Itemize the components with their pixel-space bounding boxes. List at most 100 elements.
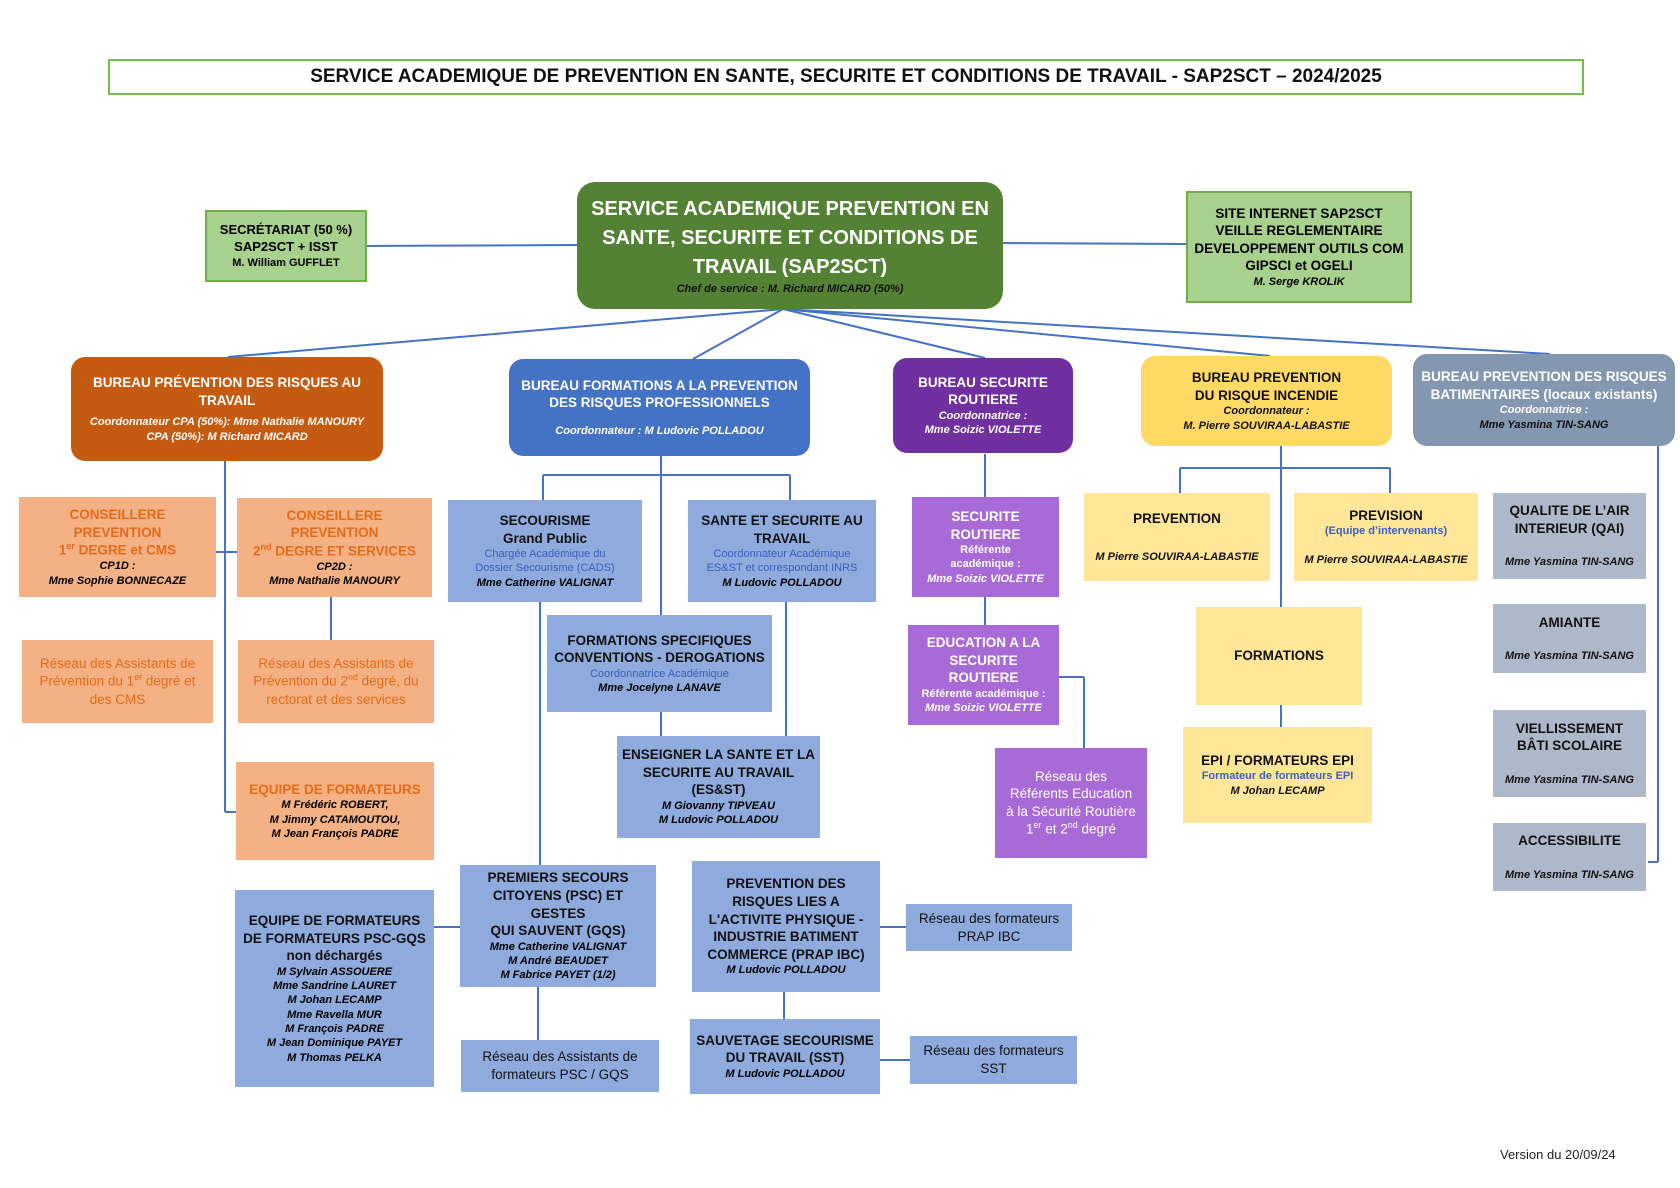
- cp2-box: CONSEILLERE PREVENTION 2nd DEGRE ET SERV…: [237, 498, 432, 597]
- epi-name: M Johan LECAMP: [1230, 784, 1325, 797]
- site-line3: DEVELOPPEMENT OUTILS COM: [1194, 240, 1404, 256]
- site-name: M. Serge KROLIK: [1253, 275, 1345, 288]
- viellissement-line1: VIELLISSEMENT: [1515, 720, 1624, 736]
- reseau2-line2: Prévention du 2nd degré, du: [253, 672, 419, 689]
- bureau-risques-line2: TRAVAIL: [198, 392, 256, 408]
- main-chief: Chef de service : M. Richard MICARD (50%…: [676, 282, 904, 295]
- bureau-risques-travail: BUREAU PRÉVENTION DES RISQUES AU TRAVAIL…: [71, 357, 383, 461]
- cp2-line2: 2nd DEGRE ET SERVICES: [252, 541, 417, 559]
- equipe-psc-line2: DE FORMATEURS PSC-GQS: [243, 930, 426, 946]
- equipe-psc-name: Mme Sandrine LAURET: [273, 980, 396, 993]
- sante-name: M Ludovic POLLADOU: [722, 576, 842, 589]
- equipe-psc-name: Mme Ravella MUR: [287, 1008, 382, 1021]
- sr-line2: ROUTIERE: [950, 526, 1021, 542]
- bureau-bat-line2: BATIMENTAIRES (locaux existants): [1430, 386, 1658, 402]
- secourisme-sub1: Chargée Académique du: [484, 548, 606, 561]
- equipe-name1: M Frédéric ROBERT,: [281, 799, 389, 812]
- site-line1: SITE INTERNET SAP2SCT: [1215, 205, 1383, 221]
- bureau-incendie-line1: BUREAU PREVENTION: [1191, 370, 1342, 386]
- equipe-psc-name: M François PADRE: [285, 1022, 384, 1035]
- bureau-formations-line1: BUREAU FORMATIONS A LA PREVENTION: [521, 377, 798, 393]
- sr-line1: SECURITE: [951, 509, 1020, 524]
- prap-line4: INDUSTRIE BATIMENT: [713, 929, 859, 945]
- cp1-box: CONSEILLERE PREVENTION 1er DEGRE et CMS …: [19, 497, 216, 597]
- bureau-sr-coord2: Mme Soizic VIOLETTE: [924, 424, 1042, 437]
- formations-incendie-line1: FORMATIONS: [1234, 648, 1324, 664]
- prevision-line1: PREVISION: [1349, 507, 1423, 523]
- prevention-line1: PREVENTION: [1133, 511, 1221, 527]
- cp1-name: Mme Sophie BONNECAZE: [48, 574, 187, 587]
- prap-box: PREVENTION DES RISQUES LIES A L'ACTIVITE…: [692, 861, 880, 992]
- site-internet-box: SITE INTERNET SAP2SCT VEILLE REGLEMENTAI…: [1186, 191, 1412, 303]
- accessibilite-line1: ACCESSIBILITE: [1518, 833, 1621, 849]
- page-title: SERVICE ACADEMIQUE DE PREVENTION EN SANT…: [108, 59, 1584, 95]
- sr-name: Mme Soizic VIOLETTE: [927, 572, 1044, 585]
- equipe-psc-line1: EQUIPE DE FORMATEURS: [248, 913, 421, 929]
- prevision-sub: (Equipe d’intervenants): [1324, 525, 1448, 538]
- formations-specifiques-box: FORMATIONS SPECIFIQUES CONVENTIONS - DER…: [547, 615, 772, 712]
- prevision-name: M Pierre SOUVIRAA-LABASTIE: [1304, 553, 1468, 566]
- enseigner-name1: M Giovanny TIPVEAU: [661, 800, 776, 813]
- bureau-risques-coord1: Coordonnateur CPA (50%): Mme Nathalie MA…: [89, 416, 365, 429]
- secretariat-line1: SECRÉTARIAT (50 %): [219, 221, 353, 237]
- main-service-box: SERVICE ACADEMIQUE PREVENTION EN SANTE, …: [577, 182, 1003, 309]
- sante-sub2: ES&ST et correspondant INRS: [706, 562, 858, 575]
- viellissement-name: Mme Yasmina TIN-SANG: [1505, 773, 1634, 786]
- qai-line1: QUALITE DE L’AIR: [1509, 503, 1630, 519]
- amiante-box: AMIANTE Mme Yasmina TIN-SANG: [1493, 604, 1646, 673]
- secourisme-line1: SECOURISME: [499, 513, 591, 528]
- bureau-formations-coord: Coordonnateur : M Ludovic POLLADOU: [555, 424, 764, 437]
- sst-line1: SAUVETAGE SECOURISME: [696, 1032, 874, 1048]
- sante-line2: TRAVAIL: [753, 530, 811, 546]
- bureau-batimentaires: BUREAU PREVENTION DES RISQUES BATIMENTAI…: [1413, 354, 1675, 446]
- edu-sub1: Référente académique :: [921, 688, 1046, 701]
- reseau2-line3: rectorat et des services: [266, 691, 406, 707]
- enseigner-line2: SECURITE AU TRAVAIL: [642, 764, 795, 780]
- sst-name: M Ludovic POLLADOU: [725, 1067, 845, 1080]
- reseau-sst-box: Réseau des formateurs SST: [910, 1036, 1077, 1084]
- prap-name: M Ludovic POLLADOU: [726, 964, 846, 977]
- prap-line3: L'ACTIVITE PHYSIQUE -: [708, 911, 864, 927]
- education-sr-box: EDUCATION A LA SECURITE ROUTIERE Référen…: [908, 625, 1059, 725]
- epi-line1: EPI / FORMATEURS EPI: [1201, 752, 1354, 768]
- secourisme-sub2: Dossier Secourisme (CADS): [475, 562, 615, 575]
- main-line1: SERVICE ACADEMIQUE PREVENTION EN: [591, 197, 989, 220]
- reseau1-line2: Prévention du 1er degré et: [39, 672, 196, 689]
- secourisme-name: Mme Catherine VALIGNAT: [476, 576, 614, 589]
- bureau-sr-line2: ROUTIERE: [948, 392, 1018, 408]
- enseigner-name2: M Ludovic POLLADOU: [658, 814, 779, 827]
- reseau1-line3: des CMS: [89, 691, 146, 707]
- accessibilite-box: ACCESSIBILITE Mme Yasmina TIN-SANG: [1493, 823, 1646, 891]
- bureau-bat-line1: BUREAU PREVENTION DES RISQUES: [1421, 369, 1667, 385]
- reseau-assistants-1-box: Réseau des Assistants de Prévention du 1…: [22, 640, 213, 723]
- sante-line1: SANTE ET SECURITE AU: [701, 513, 863, 528]
- cp2-role: CP2D :: [316, 560, 353, 573]
- qai-box: QUALITE DE L’AIR INTERIEUR (QAI) Mme Yas…: [1493, 493, 1646, 579]
- reseau-referents-box: Réseau des Référents Education à la Sécu…: [995, 748, 1147, 858]
- equipe-psc-name: M Jean Dominique PAYET: [266, 1037, 403, 1050]
- bureau-formations: BUREAU FORMATIONS A LA PREVENTION DES RI…: [509, 359, 810, 456]
- bureau-sr-coord1: Coordonnatrice :: [938, 409, 1028, 422]
- main-line3: TRAVAIL (SAP2SCT): [692, 255, 888, 278]
- site-line2: VEILLE REGLEMENTAIRE: [1215, 223, 1383, 239]
- qai-name: Mme Yasmina TIN-SANG: [1505, 556, 1634, 569]
- equipe-psc-name: M Thomas PELKA: [287, 1051, 382, 1064]
- reseau-psc-line1: Réseau des Assistants de: [482, 1049, 638, 1065]
- formations-spec-name: Mme Jocelyne LANAVE: [598, 682, 721, 695]
- psc-line3: QUI SAUVENT (GQS): [490, 923, 626, 939]
- epi-sub: Formateur de formateurs EPI: [1201, 770, 1354, 783]
- equipe-name2: M Jimmy CATAMOUTOU,: [269, 813, 401, 826]
- bureau-bat-coord1: Coordonnatrice :: [1499, 404, 1589, 417]
- secourisme-box: SECOURISME Grand Public Chargée Académiq…: [448, 500, 642, 602]
- cp2-line1: CONSEILLERE PREVENTION: [286, 507, 383, 541]
- equipe-psc-line3: non déchargés: [286, 948, 383, 964]
- formations-spec-line2: CONVENTIONS - DEROGATIONS: [554, 650, 765, 666]
- bureau-incendie-coord1: Coordonnateur :: [1223, 405, 1310, 418]
- bureau-risques-coord2: CPA (50%): M Richard MICARD: [146, 430, 308, 443]
- enseigner-line1: ENSEIGNER LA SANTE ET LA: [622, 747, 816, 763]
- equipe-name3: M Jean François PADRE: [271, 827, 399, 840]
- reseau-psc-line2: formateurs PSC / GQS: [491, 1067, 629, 1082]
- reseau2-line1: Réseau des Assistants de: [258, 655, 414, 671]
- cp1-line1: CONSEILLERE PREVENTION: [69, 507, 166, 540]
